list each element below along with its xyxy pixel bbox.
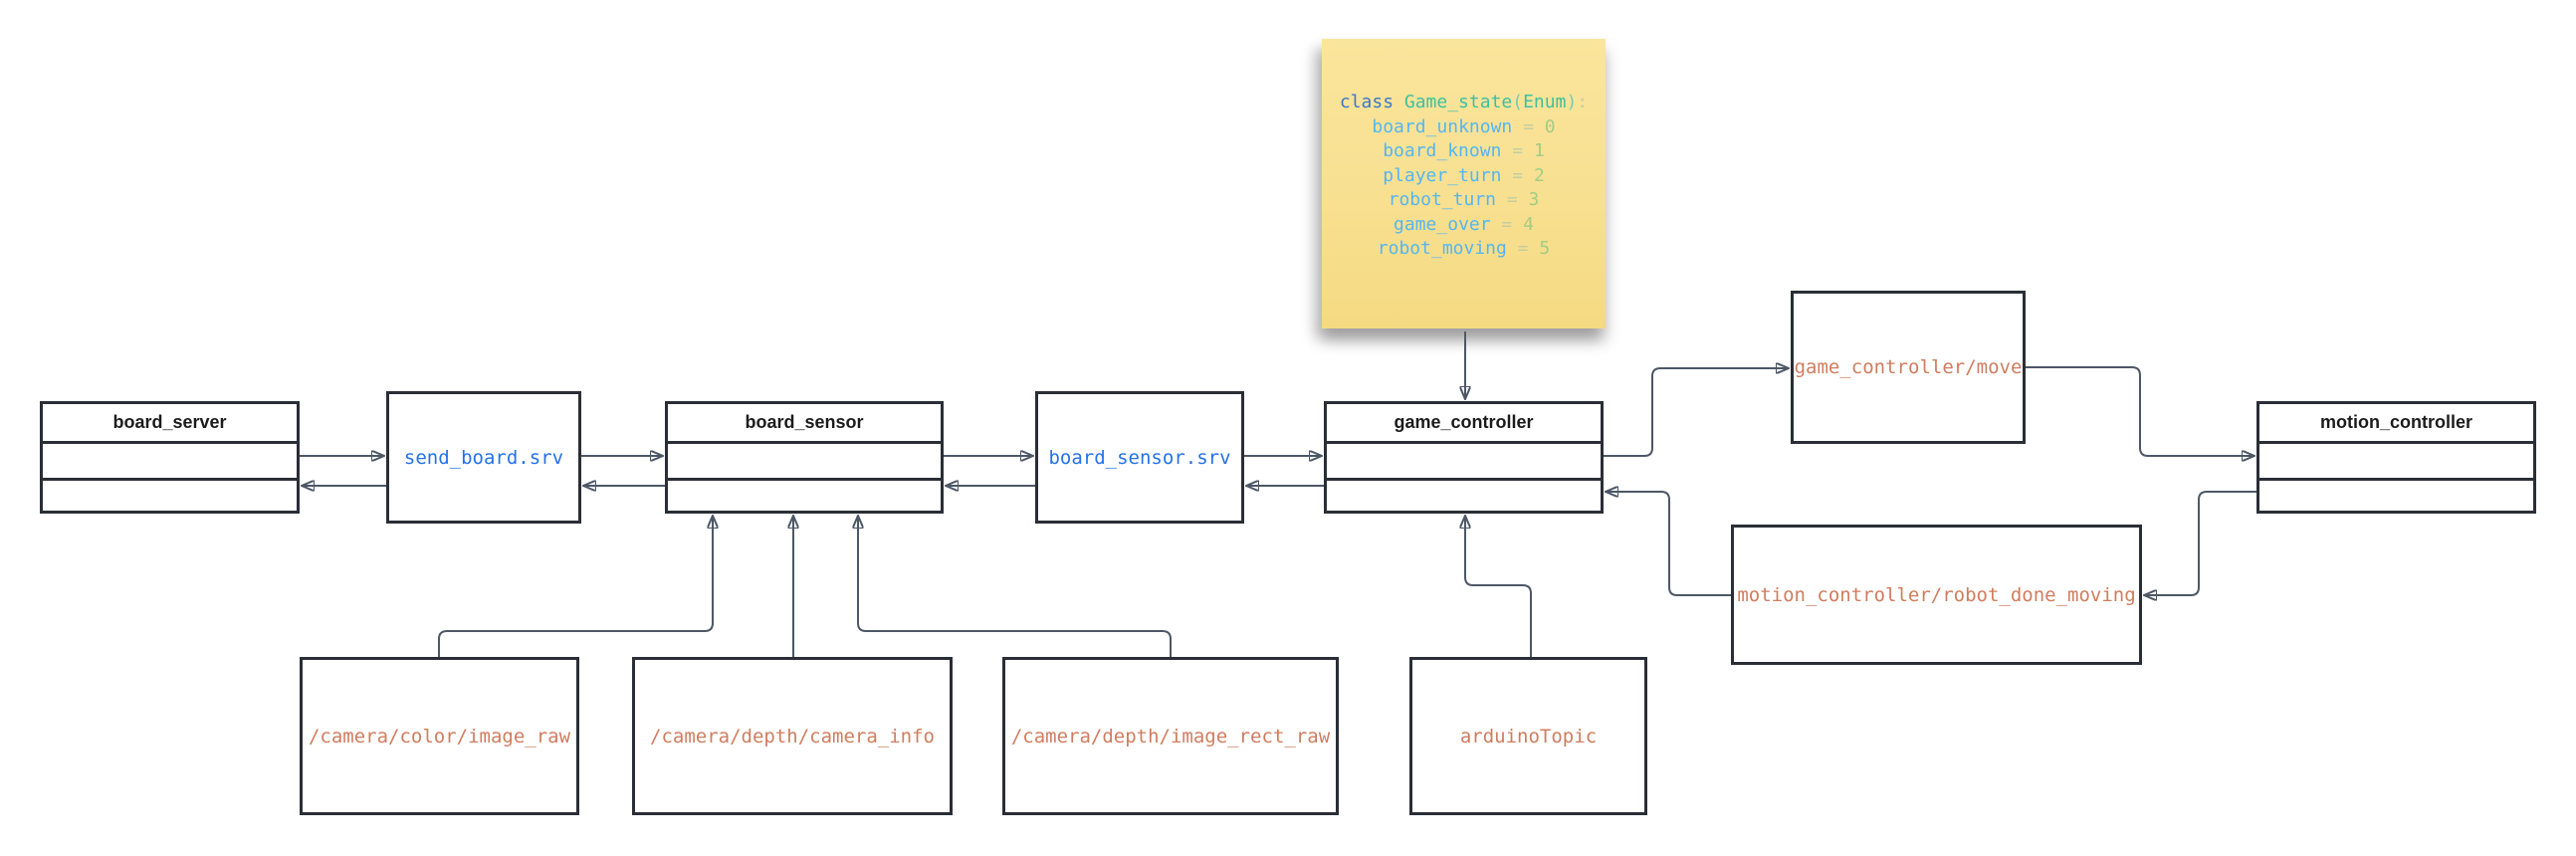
- node-motion-controller-row: [2259, 441, 2533, 478]
- node-board-sensor: board_sensor: [665, 401, 944, 514]
- node-game-controller-row: [1327, 441, 1601, 478]
- service-board-sensor-srv: board_sensor.srv: [1035, 391, 1244, 524]
- node-game-controller-title: game_controller: [1394, 412, 1534, 432]
- node-board-server: board_server: [40, 401, 300, 514]
- node-motion-controller-row: [2259, 478, 2533, 514]
- edge-robot-done-to-game-controller: [1607, 492, 1731, 596]
- code-line: board_known = 1: [1383, 140, 1545, 161]
- service-board-sensor-srv-label: board_sensor.srv: [1048, 446, 1231, 469]
- node-motion-controller: motion_controller: [2256, 401, 2536, 514]
- node-board-sensor-row: [668, 441, 941, 478]
- node-board-server-row: [43, 441, 297, 478]
- topic-robot-done-moving-label: motion_controller/robot_done_moving: [1737, 583, 2136, 606]
- sticky-note-game-state-enum: class Game_state(Enum): board_unknown = …: [1322, 39, 1606, 328]
- node-board-sensor-row: [668, 478, 941, 514]
- node-game-controller-row: [1327, 478, 1601, 514]
- node-board-server-row: [43, 478, 297, 514]
- code-line: player_turn = 2: [1383, 164, 1545, 186]
- topic-robot-done-moving: motion_controller/robot_done_moving: [1731, 525, 2142, 665]
- code-line: robot_moving = 5: [1377, 238, 1551, 259]
- service-send-board-srv-label: send_board.srv: [403, 446, 564, 469]
- edge-camera-color-to-board-sensor: [438, 517, 713, 657]
- service-send-board-srv: send_board.srv: [386, 391, 581, 524]
- code-line: game_over = 4: [1394, 213, 1534, 235]
- edge-motion-controller-to-robot-done: [2145, 491, 2256, 595]
- code-line: class Game_state(Enum):: [1339, 92, 1589, 112]
- topic-camera-depth-image-rect-raw-label: /camera/depth/image_rect_raw: [1010, 725, 1331, 748]
- topic-camera-depth-camera-info-label: /camera/depth/camera_info: [650, 725, 935, 748]
- topic-game-controller-move-label: game_controller/move: [1794, 356, 2023, 378]
- edge-game-controller-to-move: [1604, 368, 1788, 457]
- topic-camera-color-image-raw-label: /camera/color/image_raw: [308, 725, 571, 748]
- topic-game-controller-move: game_controller/move: [1791, 291, 2026, 444]
- topic-camera-depth-camera-info: /camera/depth/camera_info: [632, 657, 953, 815]
- node-game-controller: game_controller: [1324, 401, 1604, 514]
- topic-camera-color-image-raw: /camera/color/image_raw: [300, 657, 579, 815]
- node-board-sensor-title: board_sensor: [745, 412, 864, 432]
- edge-camera-rect-to-board-sensor: [858, 517, 1172, 657]
- code-line: robot_turn = 3: [1388, 189, 1540, 210]
- edge-move-to-motion-controller: [2026, 366, 2254, 456]
- topic-arduino: arduinoTopic: [1409, 657, 1647, 815]
- node-motion-controller-title: motion_controller: [2319, 412, 2472, 432]
- code-line: board_unknown = 0: [1372, 115, 1556, 137]
- topic-camera-depth-image-rect-raw: /camera/depth/image_rect_raw: [1002, 657, 1339, 815]
- node-board-server-title: board_server: [112, 412, 227, 432]
- topic-arduino-label: arduinoTopic: [1459, 725, 1598, 748]
- edge-arduino-to-game-controller: [1465, 517, 1532, 657]
